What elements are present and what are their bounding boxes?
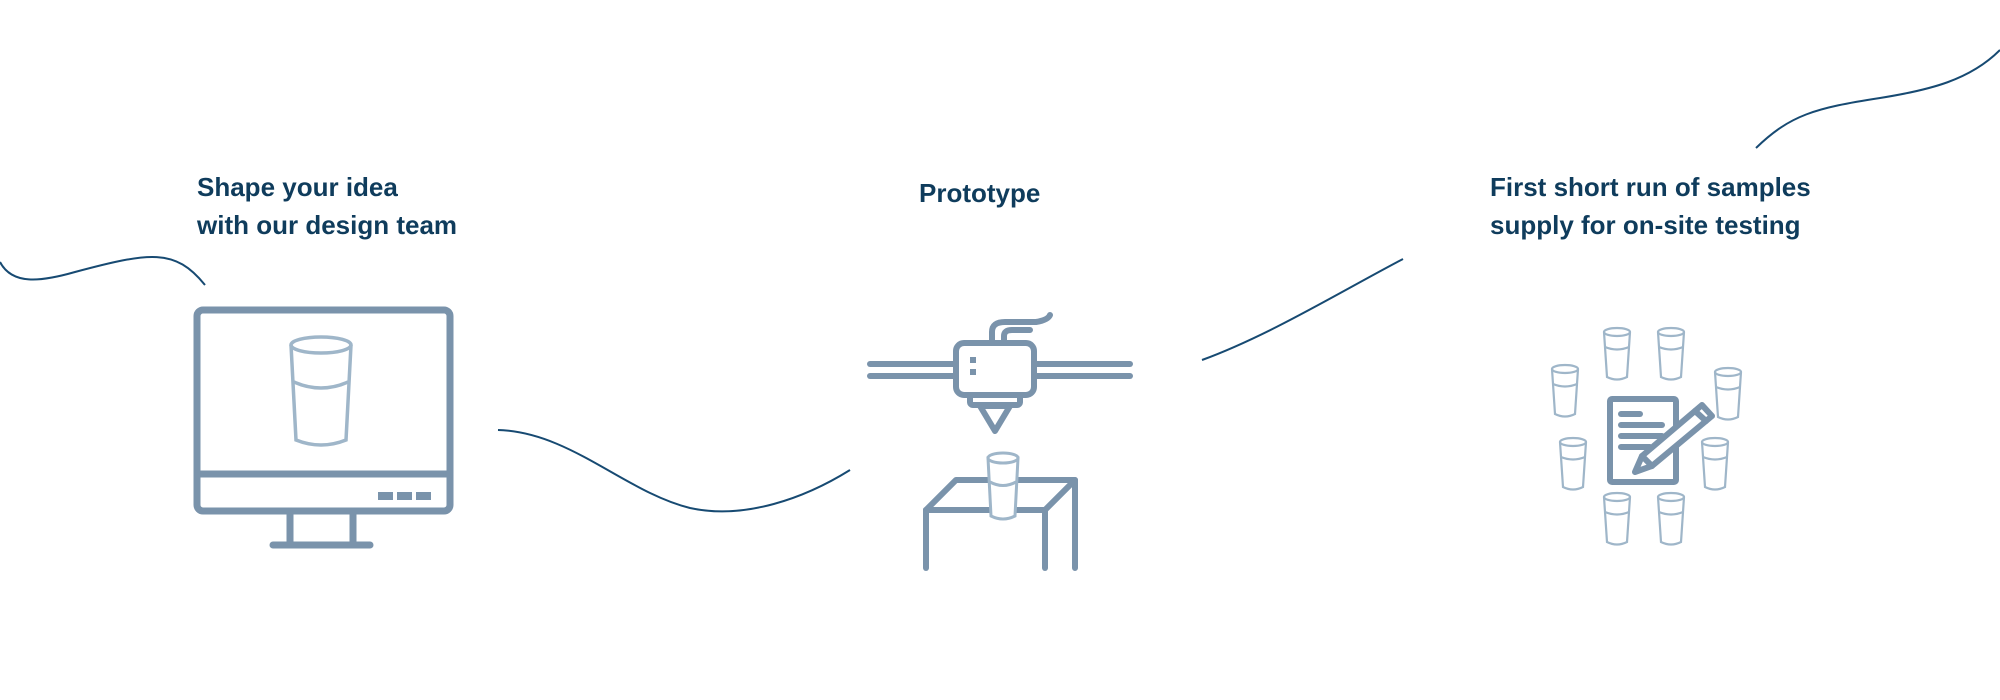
step-title-line: supply for on-site testing bbox=[1490, 210, 1801, 240]
connector-line-left bbox=[0, 255, 206, 286]
connector-line-right bbox=[1755, 49, 2000, 149]
monitor-with-cup-icon bbox=[193, 306, 454, 549]
step-title-line: Shape your idea bbox=[197, 172, 398, 202]
step-title-line: First short run of samples bbox=[1490, 172, 1811, 202]
samples-checklist-icon bbox=[1550, 326, 1743, 546]
connector-line-mid-1 bbox=[497, 429, 851, 513]
connector-line-mid-2 bbox=[1201, 258, 1404, 361]
step-title-samples: First short run of samples supply for on… bbox=[1490, 168, 1811, 244]
step-title-prototype: Prototype bbox=[919, 174, 1040, 212]
3d-printer-icon bbox=[867, 312, 1133, 571]
step-title-design: Shape your idea with our design team bbox=[197, 168, 457, 244]
step-title-line: with our design team bbox=[197, 210, 458, 240]
step-title-line: Prototype bbox=[919, 178, 1041, 208]
